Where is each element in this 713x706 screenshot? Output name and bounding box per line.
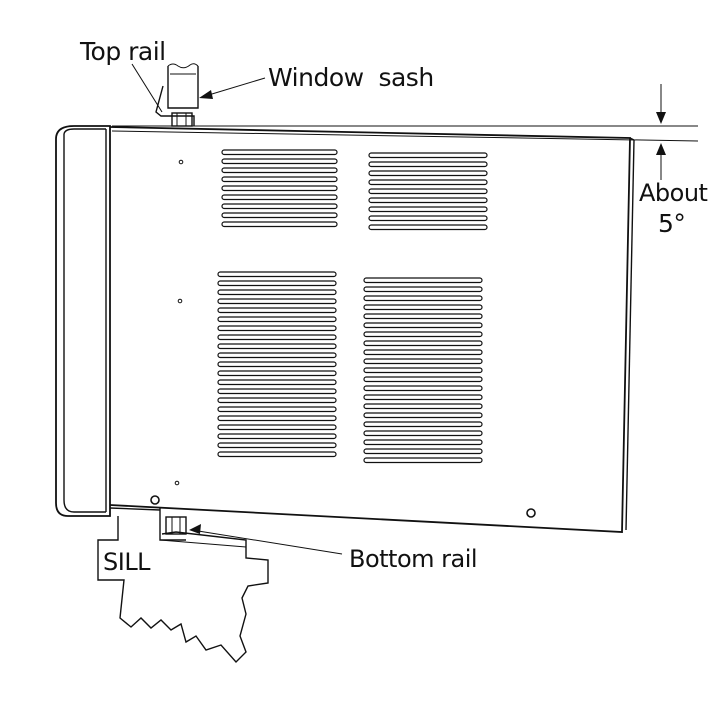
about-label: About [639, 179, 708, 207]
top-rail-leader [131, 63, 163, 113]
bottom-rail-label: Bottom rail [349, 545, 477, 573]
bottom-rail-leader [189, 524, 343, 555]
cabinet [109, 126, 635, 533]
vent-group-lower-right [363, 277, 483, 464]
bottom-rail [109, 507, 187, 541]
window-sash [167, 63, 199, 109]
vent-group-upper-right [368, 152, 488, 231]
window-sill [97, 516, 269, 664]
window-sash-label: Window sash [268, 63, 434, 92]
angle-dimension-arrows [656, 84, 666, 180]
vent-group-lower-left [217, 271, 337, 458]
top-rail [155, 85, 195, 127]
top-rail-label: Top rail [79, 37, 166, 66]
front-panel [55, 125, 111, 517]
angle-reference-lines [111, 125, 699, 142]
angle-label: 5° [658, 209, 685, 238]
screw-holes [150, 159, 536, 518]
vent-group-upper-left [221, 149, 338, 228]
window-sash-leader [199, 77, 266, 99]
sill-label: SILL [103, 548, 151, 576]
